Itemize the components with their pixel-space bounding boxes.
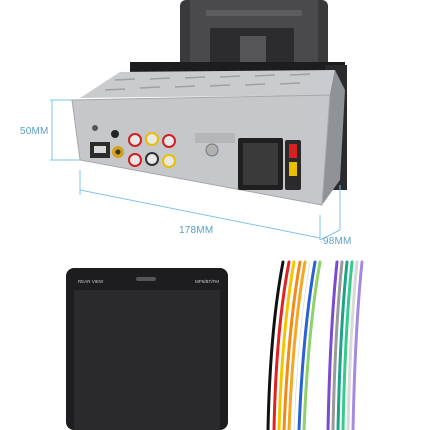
- screen-label-left: REAR VIEW: [78, 279, 104, 284]
- depth-dimension-label: 98MM: [323, 236, 352, 247]
- dimension-lines: [50, 99, 341, 241]
- wire-harness: [266, 260, 364, 430]
- chassis-top: [80, 70, 335, 98]
- width-dimension-label: 178MM: [179, 225, 214, 236]
- height-dimension-label: 50MM: [20, 126, 49, 137]
- screen-label-right: MP5/BT/FM: [195, 279, 220, 284]
- chassis-vents: [104, 73, 311, 91]
- rear-connectors: [90, 125, 301, 190]
- chassis-side: [322, 70, 345, 205]
- head-unit-front: [66, 268, 228, 430]
